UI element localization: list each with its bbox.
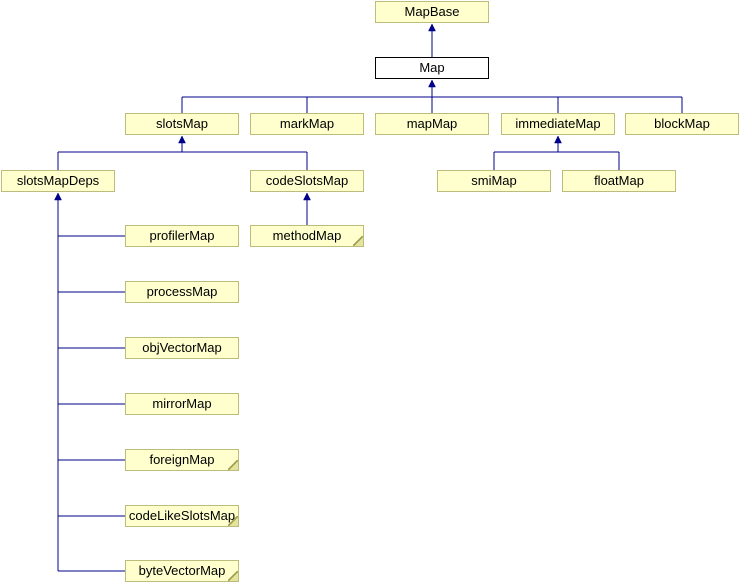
node-label: slotsMapDeps [16,173,100,188]
node-label: profilerMap [149,228,215,243]
arrowhead-icon [178,135,186,144]
node-label: slotsMap [155,116,209,131]
node-methodmap[interactable]: methodMap [250,225,364,247]
node-foreignmap[interactable]: foreignMap [125,449,239,471]
node-label: processMap [146,284,218,299]
node-label: codeSlotsMap [265,173,349,188]
node-codeslotsmap[interactable]: codeSlotsMap [250,170,364,192]
arrowhead-icon [428,23,436,32]
arrowhead-icon [428,79,436,88]
node-label: objVectorMap [142,340,222,355]
node-label: blockMap [654,116,710,131]
node-label: codeLikeSlotsMap [128,508,236,523]
arrowhead-icon [54,192,62,201]
node-label: byteVectorMap [138,563,226,578]
node-mapmap[interactable]: mapMap [375,113,489,135]
folded-corner-icon [353,236,363,246]
node-mapbase[interactable]: MapBase [375,1,489,23]
node-floatmap[interactable]: floatMap [562,170,676,192]
node-slotsmapdeps[interactable]: slotsMapDeps [1,170,115,192]
node-label: mapMap [406,116,458,131]
arrowhead-icon [554,135,562,144]
node-bytevectormap[interactable]: byteVectorMap [125,560,239,582]
node-blockmap[interactable]: blockMap [625,113,739,135]
node-processmap[interactable]: processMap [125,281,239,303]
node-mirrormap[interactable]: mirrorMap [125,393,239,415]
node-profilermap[interactable]: profilerMap [125,225,239,247]
node-label: MapBase [404,4,460,19]
node-label: Map [419,60,445,75]
node-slotsmap[interactable]: slotsMap [125,113,239,135]
node-immediatemap[interactable]: immediateMap [501,113,615,135]
folded-corner-icon [228,460,238,470]
node-codelikeslotsmap[interactable]: codeLikeSlotsMap [125,505,239,527]
node-label: smiMap [471,173,517,188]
node-markmap[interactable]: markMap [250,113,364,135]
node-smimap[interactable]: smiMap [437,170,551,192]
arrowhead-icon [303,192,311,201]
node-label: markMap [279,116,335,131]
folded-corner-icon [228,571,238,581]
node-label: immediateMap [515,116,601,131]
folded-corner-icon [228,516,238,526]
node-label: foreignMap [149,452,215,467]
node-objvectormap[interactable]: objVectorMap [125,337,239,359]
node-label: mirrorMap [152,396,212,411]
node-label: floatMap [594,173,644,188]
node-map[interactable]: Map [375,57,489,79]
node-label: methodMap [272,228,342,243]
